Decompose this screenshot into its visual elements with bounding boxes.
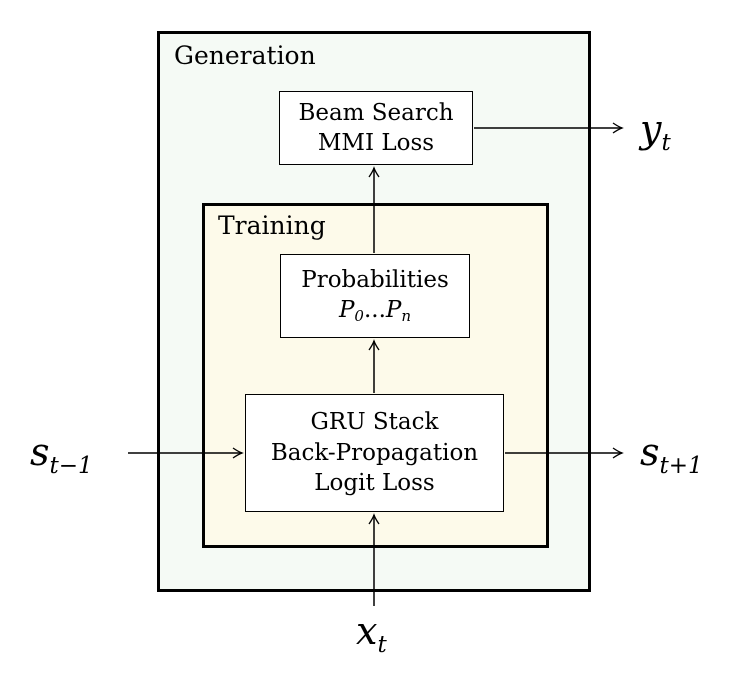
signal-y-out: yt	[640, 110, 671, 155]
y-out-base: y	[640, 107, 662, 151]
signal-x-in: xt	[356, 612, 387, 657]
probabilities-box: Probabilities P0...Pn	[280, 254, 470, 338]
back-propagation-line: Back-Propagation	[270, 439, 479, 466]
signal-s-prev: st−1	[30, 433, 93, 478]
beam-search-line: Beam Search	[298, 99, 454, 126]
signal-s-next: st+1	[640, 433, 703, 478]
s-prev-base: s	[30, 430, 50, 474]
probabilities-range: P0...Pn	[339, 295, 411, 327]
s-next-sub: t+1	[659, 453, 703, 479]
x-in-base: x	[356, 609, 378, 653]
p-last-base: P	[385, 297, 402, 324]
p-ellipsis: ...	[363, 297, 386, 324]
beam-search-box: Beam Search MMI Loss	[279, 91, 473, 165]
gru-stack-line: GRU Stack	[310, 409, 439, 436]
logit-loss-line: Logit Loss	[314, 470, 435, 497]
gru-stack-box: GRU Stack Back-Propagation Logit Loss	[245, 394, 504, 512]
p-last: Pn	[385, 297, 412, 326]
x-in-sub: t	[377, 632, 387, 658]
mmi-loss-line: MMI Loss	[317, 130, 435, 156]
training-label: Training	[218, 211, 326, 240]
y-out-sub: t	[661, 130, 671, 156]
p-first: P0	[338, 297, 364, 326]
p-first-base: P	[338, 297, 355, 324]
s-prev-sub: t−1	[49, 453, 93, 479]
probabilities-line: Probabilities	[301, 266, 449, 293]
p-last-sub: n	[401, 307, 412, 326]
s-next-base: s	[640, 430, 660, 474]
p-first-sub: 0	[354, 307, 364, 326]
generation-label: Generation	[174, 41, 316, 70]
